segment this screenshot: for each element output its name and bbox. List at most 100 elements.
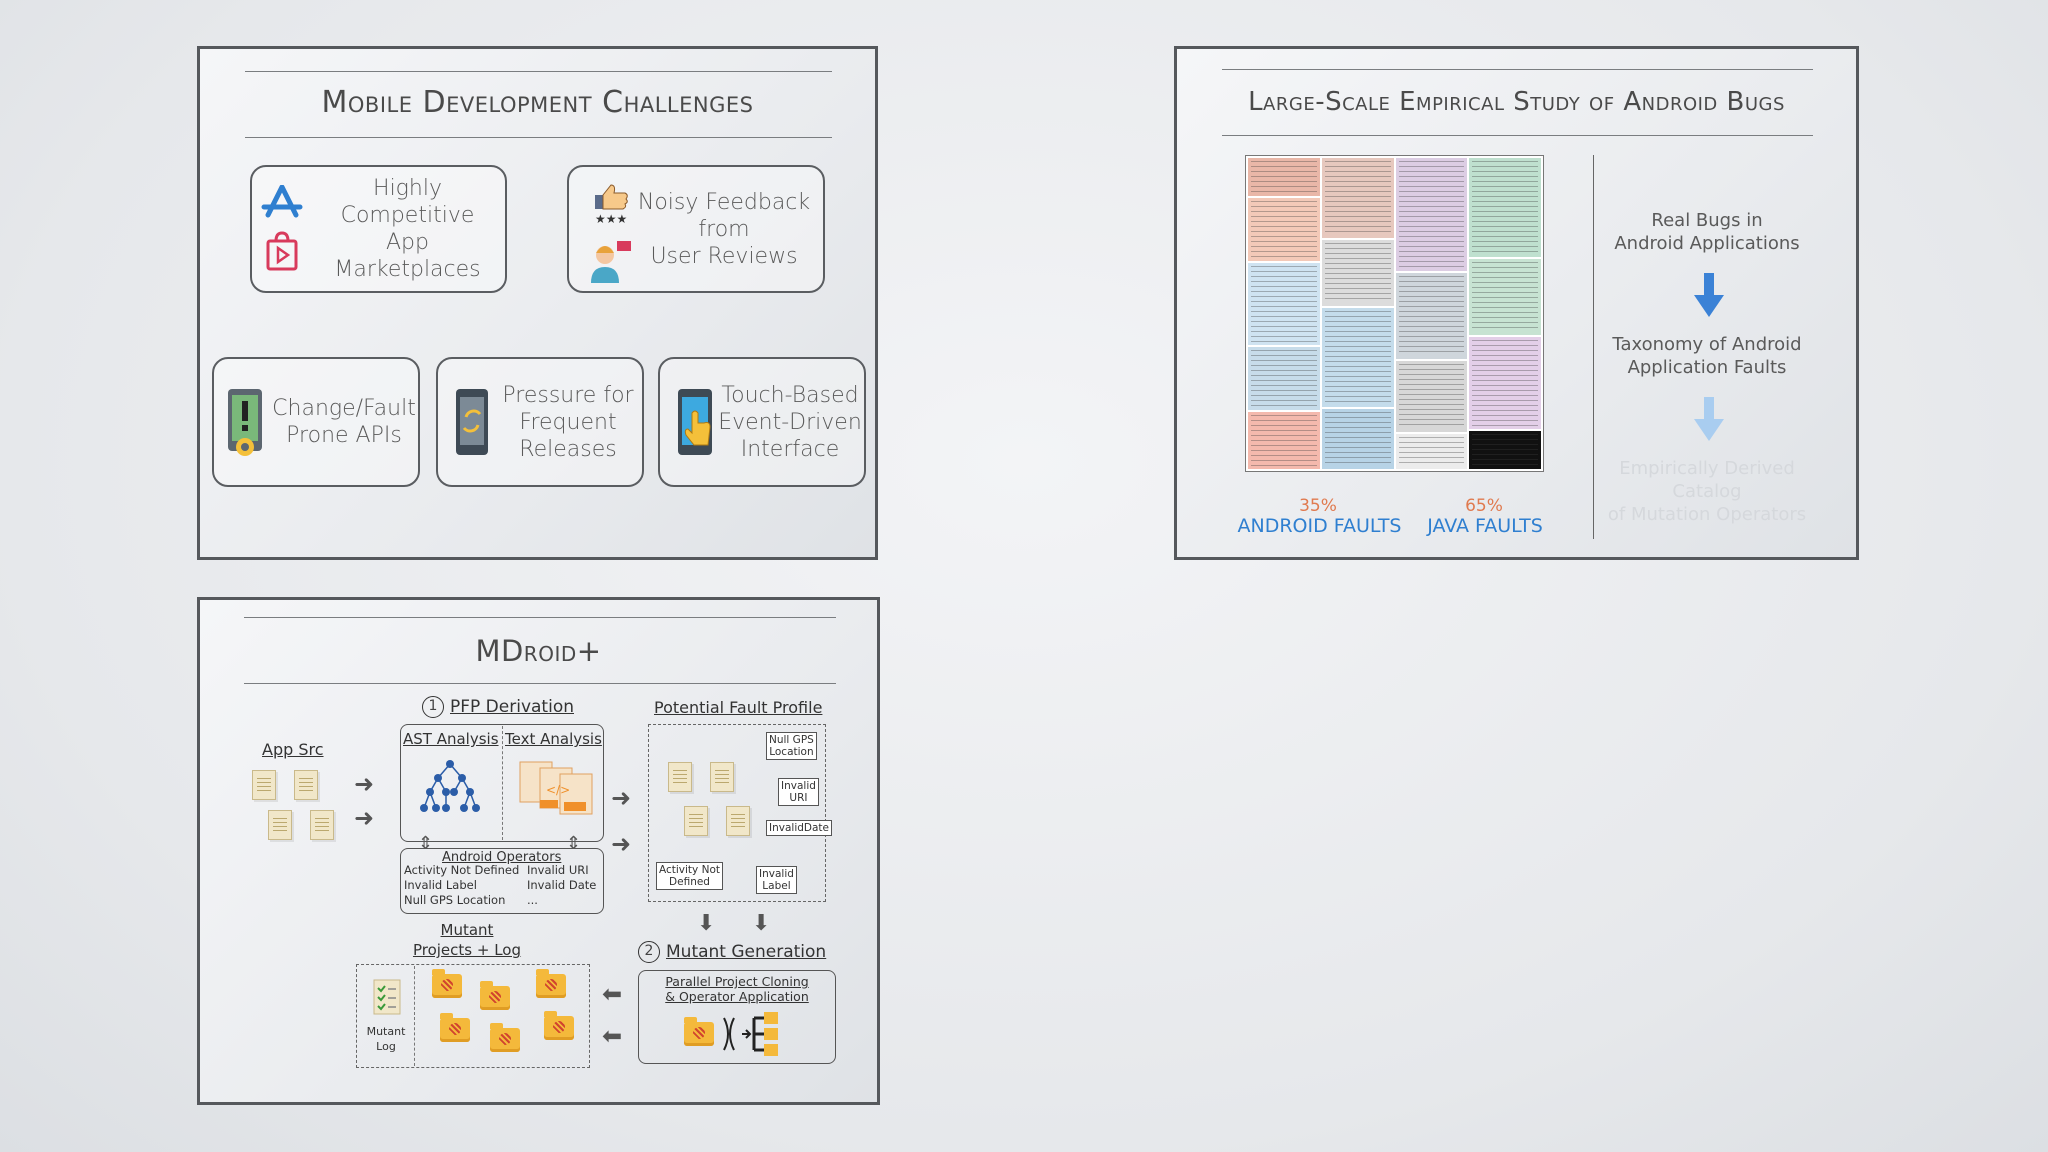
taxonomy-thumbnail — [1245, 155, 1544, 472]
pfp-derivation-label: PFP Derivation — [450, 697, 574, 717]
thumbnail-cell — [1469, 430, 1541, 469]
divider — [1593, 155, 1594, 539]
play-store-bag-icon — [266, 231, 298, 275]
code-xml-files-icon: </> — [516, 758, 596, 820]
arrow-left-icon: ⬅ — [602, 980, 623, 1008]
mutant-projects-label: Mutant Projects + Log — [412, 921, 522, 959]
svg-text:★★★: ★★★ — [595, 212, 627, 225]
mutation-dna-icon — [720, 1010, 784, 1062]
source-file-icon — [294, 770, 318, 800]
thumbnail-cell — [1395, 158, 1468, 272]
arrow-right-icon: ➜ — [611, 830, 632, 858]
ast-analysis-label: AST Analysis — [403, 730, 499, 748]
tag-invalid-uri: Invalid URI — [778, 778, 819, 806]
thumbnail-cell — [1321, 409, 1394, 469]
analysis-divider — [502, 726, 503, 840]
android-faults-label: ANDROID FAULTS — [1237, 515, 1402, 537]
thumbnail-cell — [1321, 158, 1394, 238]
source-file-icon — [726, 806, 750, 836]
slide-title: Large-Scale Empirical Study of Android B… — [1248, 87, 1785, 117]
fault-profile-box — [648, 724, 826, 902]
title-rule-top — [1222, 69, 1813, 70]
svg-text:</>: </> — [546, 783, 570, 797]
challenge-box-marketplaces: Highly Competitive App Marketplaces — [250, 165, 507, 293]
cloning-label: Parallel Project Cloning & Operator Appl… — [665, 974, 809, 1004]
mutant-projects-divider — [414, 966, 415, 1066]
operators-list-right: Invalid URI Invalid Date ... — [527, 863, 597, 907]
title-rule-bottom — [245, 137, 832, 138]
folder-icon — [684, 1017, 714, 1046]
flow-taxonomy: Taxonomy of Android Application Faults — [1612, 334, 1802, 378]
potential-fault-profile-label: Potential Fault Profile — [654, 698, 823, 717]
slide-mdroid-plus: MDroid+ App Src ➜ ➜ 1 PFP Derivation AST… — [197, 597, 880, 1105]
analysis-box — [400, 724, 604, 842]
folder-icon — [536, 969, 566, 998]
challenge-label: Noisy Feedback from User Reviews — [637, 189, 811, 269]
tag-invalid-date: InvalidDate — [766, 820, 832, 836]
ast-tree-icon — [418, 758, 482, 820]
arrow-right-icon: ➜ — [354, 770, 375, 798]
source-file-icon — [310, 810, 334, 840]
title-rule-top — [245, 71, 832, 72]
title-rule-top — [244, 617, 836, 618]
challenge-box-releases: Pressure for Frequent Releases — [436, 357, 644, 487]
thumbnail-cell — [1248, 412, 1320, 469]
slide-title: Mobile Development Challenges — [321, 85, 754, 120]
folder-icon — [490, 1023, 520, 1052]
arrow-right-icon: ➜ — [611, 784, 632, 812]
phone-touch-hand-icon — [674, 387, 720, 463]
challenge-label: Touch-Based Event-Driven Interface — [718, 382, 862, 462]
thumbnail-cell — [1321, 239, 1394, 306]
challenge-label: Change/Fault Prone APIs — [272, 396, 416, 448]
title-rule-bottom — [1222, 135, 1813, 136]
operators-list-left: Activity Not Defined Invalid Label Null … — [404, 863, 520, 907]
tag-activity-not-defined: Activity Not Defined — [656, 862, 724, 890]
cloning-box — [638, 970, 836, 1064]
app-store-icon — [260, 184, 304, 225]
checklist-icon — [372, 978, 402, 1020]
challenge-label: Highly Competitive App Marketplaces — [334, 176, 481, 282]
thumbs-up-stars-icon: ★★★ — [591, 183, 635, 229]
arrow-down-icon: ⬇ — [752, 911, 771, 936]
source-file-icon — [268, 810, 292, 840]
arrow-down-faded-icon — [1694, 397, 1724, 445]
slide-mobile-dev-challenges: Mobile Development Challenges Highly Com… — [197, 46, 878, 560]
java-faults-percent: 65% — [1465, 496, 1503, 516]
flow-real-bugs: Real Bugs in Android Applications — [1614, 210, 1800, 254]
folder-icon — [480, 981, 510, 1010]
android-operators-title: Android Operators — [442, 850, 562, 865]
phone-alert-gear-icon — [224, 387, 268, 463]
step-1-badge: 1 — [422, 696, 444, 718]
challenge-box-apis: Change/Fault Prone APIs — [212, 357, 420, 487]
thumbnail-cell — [1469, 337, 1541, 429]
flow-catalog: Empirically Derived Catalog of Mutation … — [1607, 458, 1807, 525]
thumbnail-column — [1395, 158, 1468, 469]
thumbnail-cell — [1395, 433, 1468, 469]
thumbnail-cell — [1248, 347, 1320, 411]
challenge-label: Pressure for Frequent Releases — [502, 382, 634, 462]
folder-icon — [544, 1011, 574, 1040]
source-file-icon — [668, 762, 692, 792]
android-operators-box — [400, 848, 604, 914]
arrow-down-icon: ⬇ — [697, 911, 716, 936]
arrow-left-icon: ⬅ — [602, 1022, 623, 1050]
thumbnail-cell — [1395, 273, 1468, 359]
tag-invalid-label: Invalid Label — [756, 866, 797, 894]
arrow-right-icon: ➜ — [354, 804, 375, 832]
thumbnail-cell — [1248, 158, 1320, 196]
thumbnail-column — [1248, 158, 1320, 469]
folder-icon — [440, 1013, 470, 1042]
thumbnail-column — [1321, 158, 1394, 469]
mutant-generation-label: Mutant Generation — [666, 942, 827, 962]
reviewer-person-icon — [589, 239, 633, 287]
mutant-projects-box — [356, 964, 590, 1068]
thumbnail-cell — [1469, 158, 1541, 258]
java-faults-label: JAVA FAULTS — [1427, 515, 1543, 537]
slide-title: MDroid+ — [475, 634, 602, 668]
step-2-badge: 2 — [638, 941, 660, 963]
thumbnail-cell — [1248, 263, 1320, 346]
thumbnail-cell — [1248, 197, 1320, 261]
thumbnail-cell — [1395, 360, 1468, 432]
source-file-icon — [684, 806, 708, 836]
source-file-icon — [710, 762, 734, 792]
